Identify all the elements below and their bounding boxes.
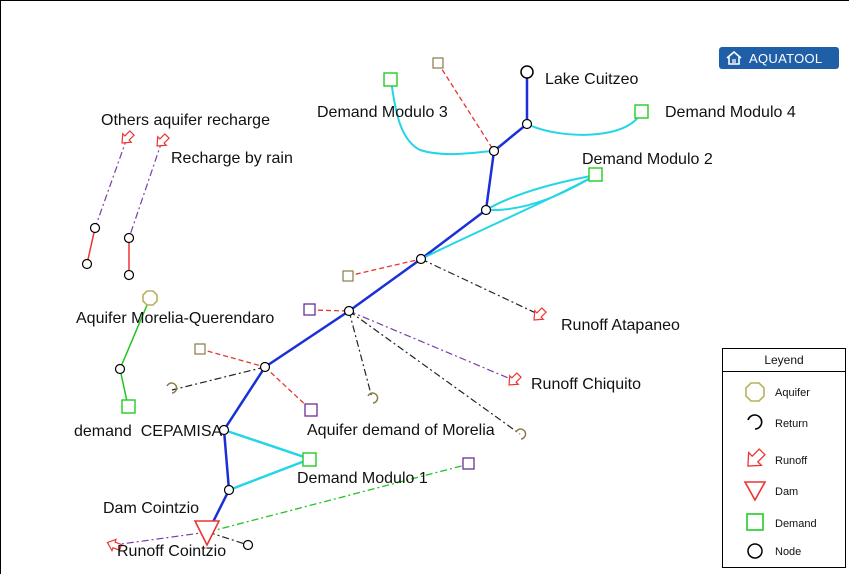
legend-node-icon [747, 543, 763, 559]
runoff-arrow-recharge-rain [156, 133, 170, 147]
label-aquifer-morelia: Aquifer Morelia-Querendaro [76, 310, 274, 327]
return-icon [515, 428, 527, 440]
legend-return-icon [747, 414, 763, 430]
node [89, 222, 101, 234]
aquifer-octagon [142, 290, 158, 306]
label-demand-modulo-3: Demand Modulo 3 [317, 104, 448, 121]
node [343, 305, 355, 317]
legend-title: Leyend [723, 349, 845, 372]
purple-line-recharge-others [94, 137, 128, 229]
demand-square-modulo-2 [588, 167, 603, 182]
node [242, 539, 254, 551]
demand-square-modulo-1 [302, 452, 317, 467]
return-icon [166, 382, 178, 394]
return-line-left [171, 366, 266, 391]
purple-square-upper [303, 303, 316, 316]
return-line-morelia-1 [348, 310, 521, 435]
node [81, 258, 93, 270]
node [480, 204, 492, 216]
node [488, 145, 500, 157]
inflow-square-top [432, 57, 444, 69]
logo-text: AQUATOOL [749, 50, 823, 66]
node [123, 232, 135, 244]
label-demand-cepamisa: demand CEPAMISA [74, 423, 223, 440]
legend-label-node: Node [775, 546, 801, 558]
house-icon [726, 51, 742, 65]
label-recharge-by-rain: Recharge by rain [171, 150, 293, 167]
link-demand-modulo-2-b [485, 174, 597, 212]
node [218, 424, 230, 436]
legend-body: Aquifer Return Runoff Dam Demand Node [743, 382, 817, 559]
link-demand-modulo-4 [526, 111, 642, 136]
purple-line-recharge-rain [128, 140, 163, 239]
inflow-line-aquifer-demand [264, 366, 312, 411]
node-lake-cuitzeo [520, 65, 534, 79]
label-runoff-atapaneo: Runoff Atapaneo [561, 317, 680, 334]
return-icon [367, 392, 379, 404]
inflow-square-left [194, 343, 206, 355]
label-demand-modulo-1: Demand Modulo 1 [297, 470, 428, 487]
legend-demand-icon [746, 513, 764, 531]
return-line-morelia-2 [348, 310, 373, 399]
runoff-arrow-chiquito [508, 372, 522, 386]
label-demand-modulo-2: Demand Modulo 2 [582, 151, 713, 168]
purple-square-aquifer-demand [304, 403, 318, 417]
label-dam-cointzio: Dam Cointzio [103, 500, 199, 517]
node [114, 363, 126, 375]
runoff-arrow-cointzio [106, 538, 123, 553]
demand-square-modulo-3 [383, 72, 398, 87]
link-demand-modulo-2-c [420, 174, 597, 260]
node [259, 361, 271, 373]
inflow-line-left [199, 348, 266, 368]
recharge-stem-left [86, 227, 96, 265]
label-others-aquifer-recharge: Others aquifer recharge [101, 112, 270, 129]
label-runoff-cointzio: Runoff Cointzio [117, 543, 226, 560]
aquatool-logo: AQUATOOL [719, 47, 839, 69]
demand-square-cepamisa [121, 399, 136, 414]
dam-triangle [193, 520, 221, 547]
legend-label-aquifer: Aquifer [775, 387, 810, 399]
legend: Leyend Aquifer Return Runoff Dam Demand … [722, 348, 846, 568]
demand-square-modulo-4 [634, 104, 649, 119]
label-demand-modulo-4: Demand Modulo 4 [665, 104, 796, 121]
purple-line-cointzio [113, 531, 209, 546]
legend-label-dam: Dam [775, 486, 798, 498]
node [223, 484, 235, 496]
runoff-arrow-others-recharge [121, 130, 135, 144]
runoff-arrow-atapaneo [533, 307, 547, 321]
link-demand-modulo-2-a [485, 174, 597, 211]
node [521, 118, 533, 130]
purple-square-right [462, 457, 475, 470]
inflow-line-top [437, 62, 495, 152]
legend-aquifer-icon [745, 382, 765, 402]
inflow-line-mid [347, 258, 422, 277]
label-runoff-chiquito: Runoff Chiquito [531, 376, 641, 393]
legend-runoff-icon [747, 448, 766, 467]
inflow-square-mid [342, 270, 354, 282]
return-line-atapaneo [420, 258, 539, 315]
node [415, 253, 427, 265]
legend-label-return: Return [775, 418, 808, 430]
legend-label-demand: Demand [775, 518, 817, 530]
outflow-line-cointzio [207, 531, 249, 546]
inflow-line-purple-sq [309, 309, 350, 312]
label-lake-cuitzeo: Lake Cuitzeo [545, 71, 638, 88]
node [123, 269, 135, 281]
link-demand-modulo-3 [390, 79, 495, 156]
main-river-line [206, 72, 529, 533]
legend-label-runoff: Runoff [775, 455, 808, 467]
label-aquifer-demand-morelia: Aquifer demand of Morelia [307, 422, 495, 439]
legend-dam-icon [743, 481, 767, 502]
